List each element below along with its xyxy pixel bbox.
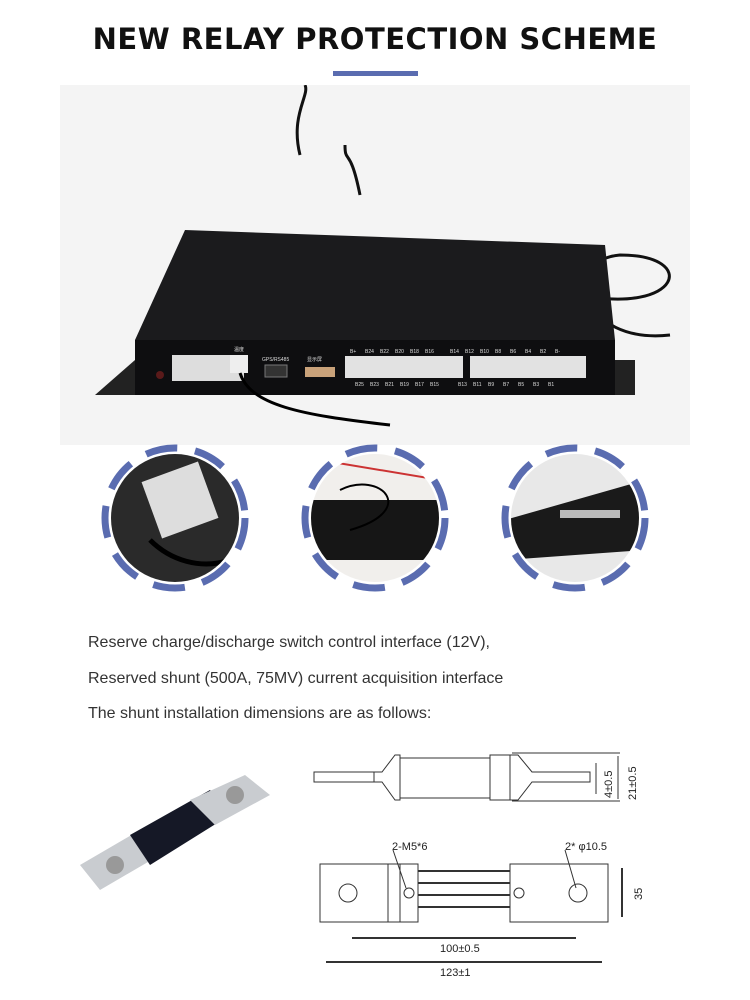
b-label: B2: [540, 349, 546, 355]
b-label: B12: [465, 349, 474, 355]
b-label: B21: [385, 382, 394, 388]
b-label: B11: [473, 382, 482, 388]
title-underline: [333, 71, 418, 76]
label-gps: GPS/RS485: [262, 357, 289, 363]
b-label: B13: [458, 382, 467, 388]
detail-photo-connectors: [101, 444, 249, 592]
b-label: B19: [400, 382, 409, 388]
b-label: B8: [495, 349, 501, 355]
label-display: 显示屏: [307, 357, 322, 363]
b-label: B3: [533, 382, 539, 388]
shunt-dimension-drawing: 4±0.5 21±0.5 2-M5*6 2* φ10.5 35 100±0.5 …: [313, 752, 645, 979]
description-line: Reserve charge/discharge switch control …: [88, 634, 490, 651]
shunt-photo: [80, 775, 270, 890]
b-label: B5: [518, 382, 524, 388]
detail-photo-ports: [501, 444, 649, 592]
detail-photo-wiring: [301, 444, 449, 592]
b-label: B10: [480, 349, 489, 355]
b-label: B22: [380, 349, 389, 355]
b-label: B1: [548, 382, 554, 388]
device-photo: 温度 GPS/RS485 显示屏 B+ B24 B22 B20 B18 B16 …: [60, 84, 690, 445]
dim-hole-spacing: 100±0.5: [440, 943, 480, 955]
b-label: B9: [488, 382, 494, 388]
b-label: B23: [370, 382, 379, 388]
b-label: B-: [555, 349, 560, 355]
dim-width: 35: [633, 888, 645, 900]
b-label: B15: [430, 382, 439, 388]
label-temp: 温度: [234, 346, 244, 353]
dim-thickness: 4±0.5: [603, 771, 615, 798]
hole-label: 2* φ10.5: [565, 841, 607, 853]
detail-circles: [101, 444, 649, 592]
description-line: The shunt installation dimensions are as…: [88, 705, 432, 722]
screw-label: 2-M5*6: [392, 841, 427, 853]
b-label: B7: [503, 382, 509, 388]
page-title: NEW RELAY PROTECTION SCHEME: [92, 22, 658, 56]
b-label: B14: [450, 349, 459, 355]
dim-total-length: 123±1: [440, 967, 471, 979]
description-line: Reserved shunt (500A, 75MV) current acqu…: [88, 670, 504, 687]
b-label: B16: [425, 349, 434, 355]
b-label: B18: [410, 349, 419, 355]
b-label: B20: [395, 349, 404, 355]
b-label: B4: [525, 349, 531, 355]
dim-height-side: 21±0.5: [627, 766, 639, 800]
b-label: B6: [510, 349, 516, 355]
b-label: B17: [415, 382, 424, 388]
b-label: B25: [355, 382, 364, 388]
b-label: B+: [350, 349, 356, 355]
b-label: B24: [365, 349, 374, 355]
